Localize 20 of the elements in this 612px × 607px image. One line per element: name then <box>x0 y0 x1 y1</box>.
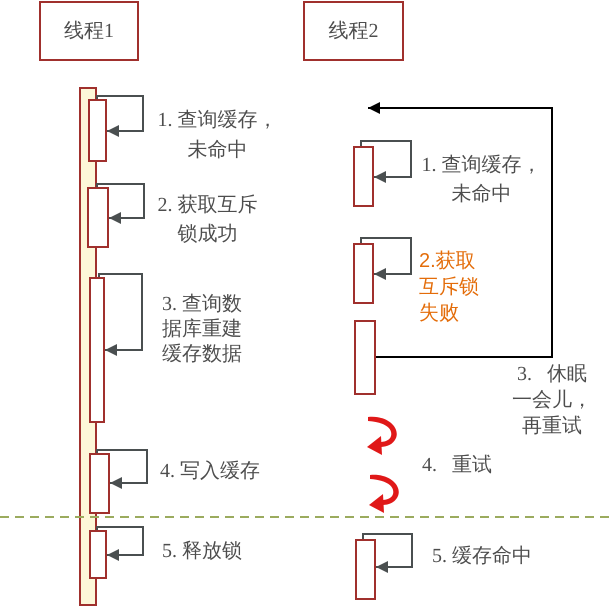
arrow <box>96 449 148 489</box>
activation-box <box>355 539 376 600</box>
thread-header-box: 线程2 <box>303 1 404 61</box>
activation-box <box>89 453 110 514</box>
activation-box <box>89 277 105 423</box>
activation-box <box>353 243 374 304</box>
arrow <box>368 102 553 358</box>
arrow <box>360 140 412 183</box>
activation-box <box>89 530 107 579</box>
arrow <box>360 237 412 280</box>
activation-box <box>353 146 374 207</box>
arrow <box>96 526 144 561</box>
arrow <box>96 95 144 137</box>
thread-header-box: 线程1 <box>39 1 139 61</box>
arrow <box>98 273 143 356</box>
activation-box <box>354 320 376 395</box>
arrow <box>96 183 145 224</box>
arrow <box>362 533 413 573</box>
activation-box <box>88 99 107 162</box>
activation-box <box>87 187 109 248</box>
